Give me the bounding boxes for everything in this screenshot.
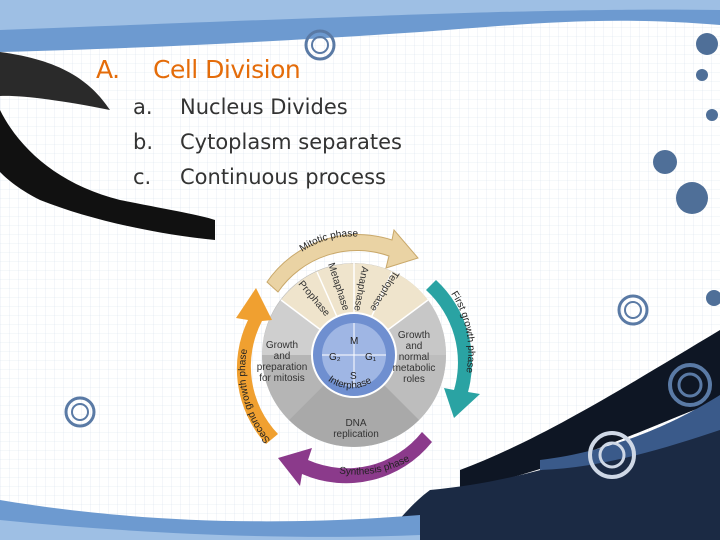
- svg-text:roles: roles: [403, 374, 425, 385]
- svg-text:and: and: [274, 351, 291, 362]
- svg-text:and: and: [406, 341, 423, 352]
- svg-text:preparation: preparation: [257, 362, 308, 373]
- svg-text:for mitosis: for mitosis: [259, 373, 305, 384]
- bullet-list: a.Nucleus Divides b.Cytoplasm separates …: [133, 92, 402, 197]
- growth-prep-label: Growth and preparation for mitosis: [257, 340, 308, 384]
- svg-text:normal: normal: [399, 352, 430, 363]
- bullet-text: Cytoplasm separates: [180, 130, 402, 154]
- bullet-marker: c.: [133, 165, 152, 189]
- list-item: c. Continuous process: [133, 162, 402, 197]
- synthesis-phase-label: Synthesis phase: [339, 453, 412, 478]
- bullet-marker: b.: [133, 130, 154, 154]
- list-item: a. Nucleus Divides: [133, 92, 402, 127]
- svg-text:Growth: Growth: [266, 340, 298, 351]
- list-item: b. Cytoplasm separates: [133, 127, 402, 162]
- cell-cycle-diagram: M G₁ G₂ S Interphase Mitotic phase First…: [236, 228, 480, 486]
- svg-text:metabolic: metabolic: [393, 363, 436, 374]
- second-growth-phase-arrow: [236, 288, 278, 444]
- hub-g2: G₂: [329, 352, 341, 363]
- hub-s: S: [350, 371, 357, 382]
- hub-m: M: [350, 336, 358, 347]
- synthesis-phase-arrow: [278, 432, 432, 486]
- bullet-marker: a.: [133, 95, 153, 119]
- growth-normal-label: Growth and normal metabolic roles: [393, 330, 436, 385]
- bullet-text: Continuous process: [180, 165, 386, 189]
- hub-g1: G₁: [365, 352, 377, 363]
- svg-text:Growth: Growth: [398, 330, 430, 341]
- heading-label: A.: [96, 55, 120, 84]
- slide-heading: A. Cell Division: [96, 55, 301, 84]
- dna-replication-label: DNA replication: [333, 418, 379, 440]
- interphase-label: Interphase: [326, 374, 374, 392]
- heading-text: Cell Division: [153, 55, 301, 84]
- svg-text:replication: replication: [333, 429, 379, 440]
- mitotic-phase-arrow: [266, 228, 419, 293]
- svg-text:DNA: DNA: [345, 418, 366, 429]
- bullet-text: Nucleus Divides: [180, 95, 348, 119]
- first-growth-phase-arrow: [426, 280, 480, 418]
